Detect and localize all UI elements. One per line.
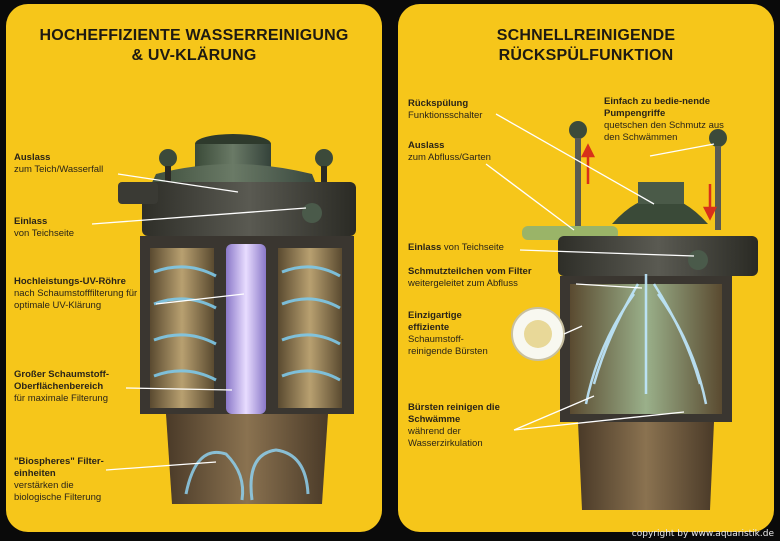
uv-filter-illustration [91, 134, 356, 504]
foam-right [278, 248, 342, 408]
pump-handle-left [569, 121, 587, 139]
backwash-filter-illustration [485, 113, 758, 510]
label-einlass-right: Einlass von Teichseite [408, 242, 504, 253]
inlet-port-right [688, 250, 708, 270]
copyright-credit: copyright by www.aquaristik.de [631, 529, 774, 539]
clamp-knob-left [159, 149, 177, 167]
foam-left [150, 248, 214, 408]
left-title-line-1: HOCHEFFIZIENTE WASSERREINIGUNG [39, 27, 349, 44]
filter-head-right [558, 236, 758, 276]
filter-head [142, 182, 356, 236]
left-title-line-2: & UV-KLÄRUNG [131, 47, 257, 64]
left-title: HOCHEFFIZIENTE WASSERREINIGUNG & UV-KLÄR… [6, 26, 382, 66]
uv-tube [226, 244, 266, 414]
right-title-line-1: SCHNELLREINIGENDE [496, 27, 676, 44]
left-panel: HOCHEFFIZIENTE WASSERREINIGUNG & UV-KLÄR… [6, 4, 382, 532]
outlet-pipe [118, 182, 158, 204]
right-panel: SCHNELLREINIGENDE RÜCKSPÜLFUNKTION Rücks… [398, 4, 774, 532]
pump-handle-right [709, 129, 727, 147]
inlet-port [302, 203, 322, 223]
biospheres-chamber-right [578, 422, 714, 510]
clamp-knob-right [315, 149, 333, 167]
right-title: SCHNELLREINIGENDE RÜCKSPÜLFUNKTION [398, 26, 774, 66]
right-title-line-2: RÜCKSPÜLFUNKTION [498, 47, 674, 64]
biospheres-chamber [166, 414, 328, 504]
